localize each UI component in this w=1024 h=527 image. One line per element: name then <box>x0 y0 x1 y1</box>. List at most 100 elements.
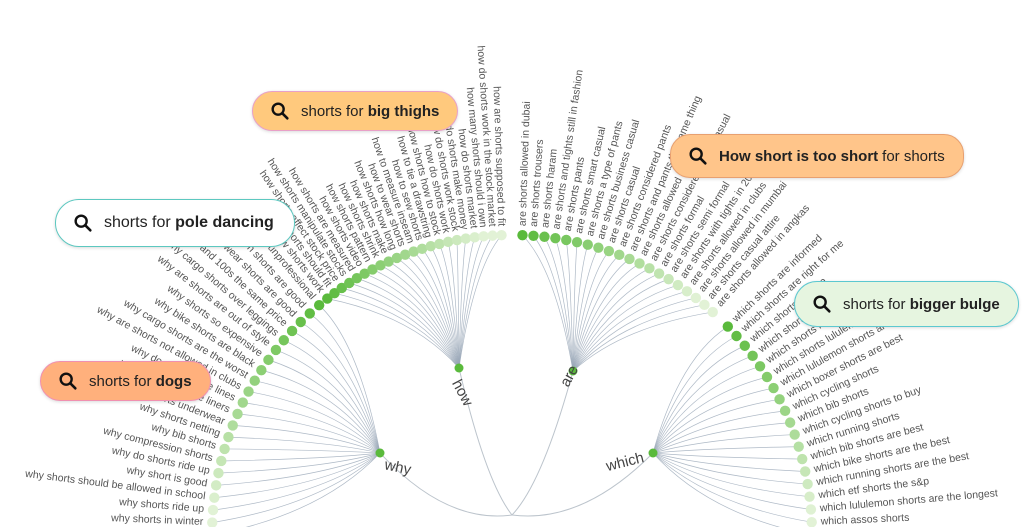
hub-node-which[interactable] <box>648 448 658 458</box>
search-icon <box>813 295 831 313</box>
leaf-link <box>283 339 381 454</box>
leaf-label-are[interactable]: are shorts allowed in dubai <box>517 101 533 226</box>
leaf-node <box>460 233 472 244</box>
leaf-node <box>789 429 800 440</box>
leaf-link <box>572 284 679 372</box>
leaf-link <box>652 452 803 460</box>
leaf-link <box>652 326 728 454</box>
leaf-link <box>212 452 381 511</box>
leaf-link <box>652 452 811 510</box>
leaf-node <box>270 344 282 356</box>
leaf-link <box>380 265 460 369</box>
leaf-node <box>614 249 625 261</box>
leaf-link <box>652 335 737 454</box>
leaf-link <box>364 273 460 369</box>
leaf-label-why[interactable]: why shorts in winter <box>110 512 204 527</box>
leaf-link <box>341 287 460 369</box>
leaf-node <box>391 252 403 264</box>
leaf-node <box>539 231 550 242</box>
leaf-node <box>451 234 463 246</box>
leaf-node <box>731 330 742 342</box>
leaf-link <box>421 248 460 369</box>
leaf-link <box>372 269 460 369</box>
leaf-node <box>344 277 355 289</box>
pill-keyword: big thighs <box>367 102 440 120</box>
leaf-node <box>754 361 766 372</box>
search-icon <box>689 147 707 165</box>
leaf-link <box>572 273 660 372</box>
pill-keyword: bigger bulge <box>909 295 1000 313</box>
leaf-node <box>210 480 222 491</box>
leaf-link <box>404 254 460 369</box>
leaf-node <box>582 239 593 250</box>
leaf-node <box>802 478 813 490</box>
leaf-node <box>681 286 693 297</box>
suggestion-pill-dogs[interactable]: shorts for dogs <box>40 361 211 401</box>
hub-label-why[interactable]: why <box>382 456 413 478</box>
leaf-node <box>383 256 394 267</box>
leaf-node <box>722 321 734 332</box>
leaf-link <box>572 311 713 372</box>
pill-keyword: How short is too short <box>719 147 879 165</box>
leaf-node <box>223 431 234 443</box>
leaf-link <box>388 261 460 369</box>
leaf-node <box>571 236 583 248</box>
leaf-node <box>359 268 370 279</box>
leaf-node <box>663 273 674 285</box>
leaf-link <box>572 254 620 372</box>
leaf-node <box>322 293 333 304</box>
leaf-link <box>458 234 502 369</box>
suggestion-pill-pole-dancing[interactable]: shorts for pole dancing <box>55 199 295 247</box>
suggestion-pill-bigger-bulge[interactable]: shorts for bigger bulge <box>794 281 1019 327</box>
suggestion-pill-big-thighs[interactable]: shorts for big thighs <box>252 91 459 131</box>
leaf-link <box>327 298 460 369</box>
leaf-link <box>652 398 780 454</box>
leaf-link <box>652 452 808 485</box>
leaf-node <box>207 504 219 516</box>
leaf-link <box>652 452 812 523</box>
trunk-link-why <box>379 452 513 517</box>
leaf-link <box>652 452 810 498</box>
leaf-label-which[interactable]: which assos shorts <box>819 512 909 527</box>
leaf-link <box>572 278 669 372</box>
leaf-link <box>309 313 381 454</box>
leaf-node <box>804 491 815 502</box>
hub-node-are[interactable] <box>568 366 578 376</box>
leaf-link <box>572 263 640 372</box>
leaf-link <box>572 290 688 372</box>
leaf-link <box>456 240 460 369</box>
leaf-label-how[interactable]: how are shorts supposed to fit <box>491 86 508 226</box>
leaf-node <box>699 299 710 311</box>
hub-label-which[interactable]: which <box>603 449 645 475</box>
leaf-link <box>533 235 574 372</box>
leaf-node <box>779 405 791 417</box>
leaf-node <box>219 443 230 455</box>
leaf-node <box>478 231 489 242</box>
hub-node-how[interactable] <box>454 363 464 373</box>
leaf-link <box>430 246 460 369</box>
leaf-link <box>218 452 381 474</box>
leaf-node <box>805 504 817 515</box>
hub-node-why[interactable] <box>375 448 385 458</box>
leaf-node <box>207 517 218 527</box>
leaf-node <box>774 394 785 405</box>
leaf-link <box>291 330 381 454</box>
leaf-link <box>275 349 381 454</box>
pill-prefix: shorts for <box>843 295 906 313</box>
leaf-link <box>572 250 610 372</box>
leaf-node <box>351 273 363 284</box>
trunk-link-which <box>511 452 654 517</box>
leaf-node <box>528 230 539 241</box>
leaf-node <box>487 230 498 241</box>
leaf-link <box>652 345 745 454</box>
leaf-link <box>572 268 650 372</box>
leaf-node <box>243 386 254 397</box>
leaf-link <box>221 452 381 462</box>
leaf-link <box>458 235 493 369</box>
leaf-node <box>425 241 436 252</box>
leaf-link <box>268 359 381 454</box>
leaf-node <box>336 282 347 294</box>
hub-label-how[interactable]: how <box>448 377 476 409</box>
